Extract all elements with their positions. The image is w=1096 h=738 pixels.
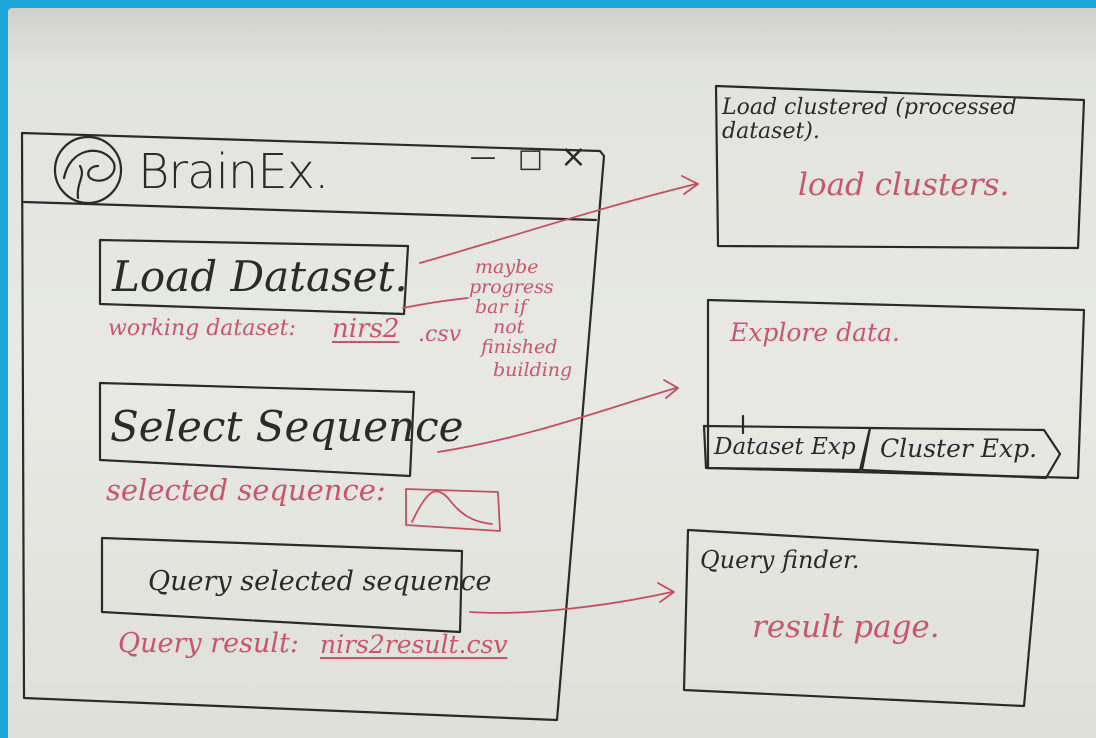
query-result-value: nirs2result.csv xyxy=(320,630,508,659)
load-dataset-box xyxy=(98,238,410,316)
select-sequence-box xyxy=(98,381,416,478)
working-dataset-value: nirs2 xyxy=(332,314,400,344)
explore-data-title: Explore data. xyxy=(730,318,900,347)
tab-cluster-box xyxy=(860,426,1062,480)
note-line: bar if xyxy=(475,296,527,318)
select-sequence-button[interactable]: Select Sequence xyxy=(110,402,464,451)
query-box xyxy=(100,536,464,634)
note-line: building xyxy=(493,359,573,381)
sketch-lines xyxy=(20,84,1086,722)
window-frame xyxy=(20,131,606,722)
maximize-icon[interactable]: □ xyxy=(518,144,543,174)
tab-dataset-box xyxy=(702,424,872,472)
sequence-curve xyxy=(411,490,493,525)
title-bar-divider xyxy=(22,200,598,222)
whiteboard: BrainEx. — □ × Load Dataset. working dat… xyxy=(8,8,1096,738)
arrow-progress xyxy=(402,297,469,309)
note-line: progress xyxy=(469,276,554,298)
note-line: maybe xyxy=(475,256,539,278)
tab-cluster-exp[interactable]: Cluster Exp. xyxy=(880,434,1038,463)
working-dataset-ext: .csv xyxy=(418,322,462,347)
arrow-query xyxy=(469,591,673,614)
load-clustered-title: Load clustered (processed dataset). xyxy=(722,95,1017,144)
app-title: BrainEx. xyxy=(138,144,329,200)
query-finder-panel xyxy=(682,528,1040,708)
query-selected-sequence-button[interactable]: Query selected sequence xyxy=(148,566,492,597)
brain-icon xyxy=(53,135,123,205)
minimize-icon[interactable]: — xyxy=(470,142,496,172)
load-clusters-button[interactable]: load clusters. xyxy=(798,167,1010,203)
load-dataset-button[interactable]: Load Dataset. xyxy=(112,252,408,301)
working-dataset-label: working dataset: xyxy=(108,316,296,341)
note-line: not xyxy=(493,316,525,338)
result-page-text: result page. xyxy=(752,609,940,645)
sequence-thumbnail-box xyxy=(405,488,501,532)
arrow-select xyxy=(437,387,677,453)
tab-dataset-exp[interactable]: Dataset Exp xyxy=(714,434,856,460)
load-clustered-panel xyxy=(714,84,1086,250)
note-line: finished xyxy=(481,336,558,358)
explore-panel xyxy=(706,298,1086,480)
arrow-load xyxy=(419,183,697,264)
selected-sequence-label: selected sequence: xyxy=(106,473,386,507)
close-icon[interactable]: × xyxy=(560,137,587,175)
query-finder-title: Query finder. xyxy=(700,546,860,574)
query-result-label: Query result: xyxy=(118,628,299,659)
